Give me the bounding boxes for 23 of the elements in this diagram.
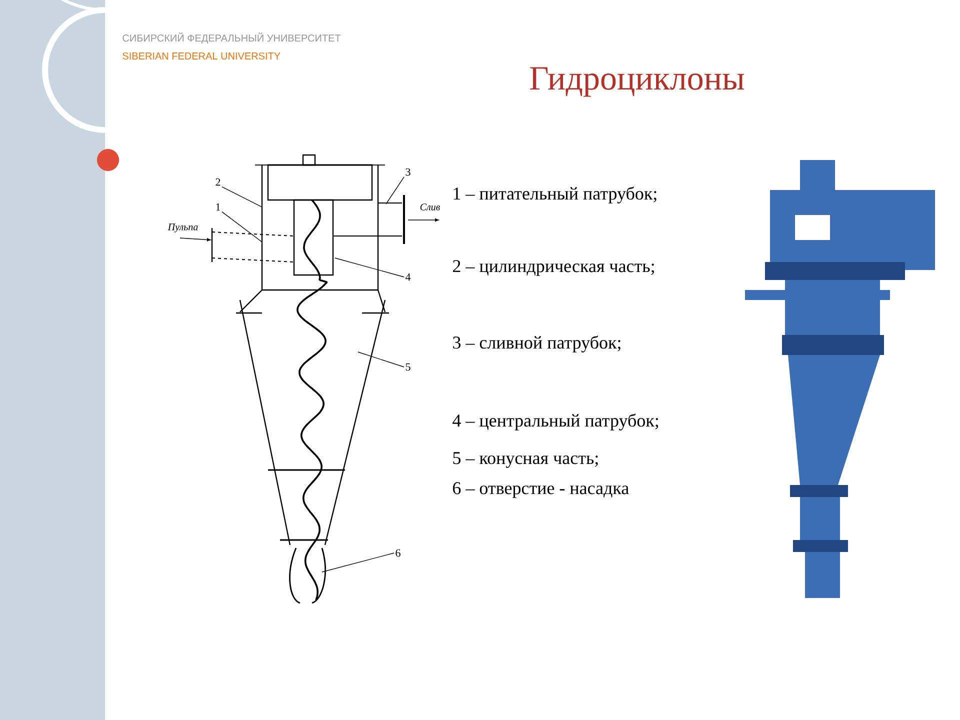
list-item: 6 – отверстие - насадка — [452, 482, 629, 498]
leader-line — [334, 258, 404, 278]
flow-label: Слив — [418, 202, 442, 212]
leader-line — [386, 176, 404, 204]
list-item: 1 – питательный патрубок; — [454, 186, 656, 204]
callout-number: 1 — [216, 203, 220, 211]
leader-line — [322, 552, 394, 572]
leader-line — [222, 211, 262, 242]
leader-line — [358, 352, 404, 368]
title: Гидроциклоны — [530, 67, 744, 97]
flow-label: Пульпа — [166, 222, 200, 234]
callout-number: 2 — [216, 178, 220, 186]
list-item: 2 – цилиндрическая часть; — [453, 260, 654, 276]
callout-number: 5 — [406, 363, 410, 371]
callout-number: 4 — [405, 273, 411, 281]
callout-number: 6 — [396, 549, 400, 557]
leader-line — [222, 186, 262, 208]
university-name: SIBERIAN FEDERAL UNIVERSITY — [122, 52, 280, 60]
university-name: СИБИРСКИЙ ФЕДЕРАЛЬНЫЙ УНИВЕРСИТЕТ — [122, 32, 341, 44]
list-item: 5 – конусная часть; — [453, 452, 598, 468]
list-item: 4 – центральный патрубок; — [452, 414, 658, 430]
callout-number: 3 — [406, 168, 410, 176]
list-item: 3 – сливной патрубок; — [453, 336, 620, 352]
